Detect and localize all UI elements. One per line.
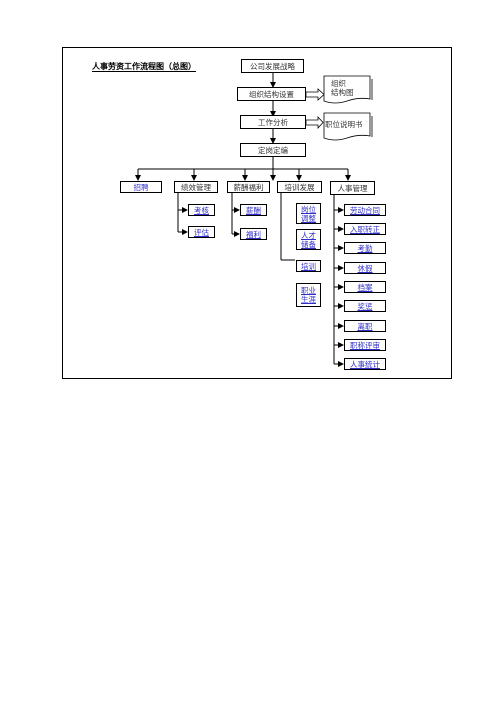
staffing-box: 定岗定编 xyxy=(240,143,306,157)
archives-link[interactable]: 档案 xyxy=(344,281,386,293)
talent-reserve-link[interactable]: 人才储备 xyxy=(296,229,321,250)
strategy-box: 公司发展战略 xyxy=(241,59,304,73)
hr-statistics-link[interactable]: 人事统计 xyxy=(344,358,386,370)
career-link[interactable]: 职业生涯 xyxy=(296,283,321,307)
evaluation-link[interactable]: 评估 xyxy=(188,226,215,238)
position-adjustment-link[interactable]: 岗位调整 xyxy=(296,203,321,224)
salary-link[interactable]: 薪酬 xyxy=(240,204,267,216)
diagram-title: 人事劳资工作流程图（总图） xyxy=(92,61,196,72)
attendance-link[interactable]: 考勤 xyxy=(344,242,386,254)
title-review-link[interactable]: 职称评审 xyxy=(344,339,386,351)
performance-box: 绩效管理 xyxy=(174,181,218,193)
labor-contract-link[interactable]: 劳动合同 xyxy=(344,204,386,216)
org-chart-doc-line2: 结构图 xyxy=(331,88,354,98)
org-setup-box: 组织结构设置 xyxy=(237,87,306,101)
resignation-link[interactable]: 离职 xyxy=(344,320,386,332)
training-link[interactable]: 培训 xyxy=(296,260,321,272)
job-analysis-box: 工作分析 xyxy=(240,115,306,129)
compensation-box: 薪酬福利 xyxy=(227,181,270,193)
personnel-box: 人事管理 xyxy=(330,181,375,195)
leave-link[interactable]: 休假 xyxy=(344,262,386,274)
org-chart-doc-line1: 组织 xyxy=(331,79,346,88)
training-box: 培训发展 xyxy=(277,181,322,193)
job-description-doc: 职位说明书 xyxy=(325,120,363,129)
org-chart-doc: 组织 结构图 xyxy=(331,79,354,98)
diagram-frame xyxy=(62,47,452,379)
welfare-link[interactable]: 福利 xyxy=(240,228,267,240)
appraisal-link[interactable]: 考核 xyxy=(188,204,215,216)
onboarding-link[interactable]: 入职转正 xyxy=(344,223,386,235)
rewards-link[interactable]: 奖惩 xyxy=(344,300,386,312)
recruit-box[interactable]: 招聘 xyxy=(120,181,162,193)
